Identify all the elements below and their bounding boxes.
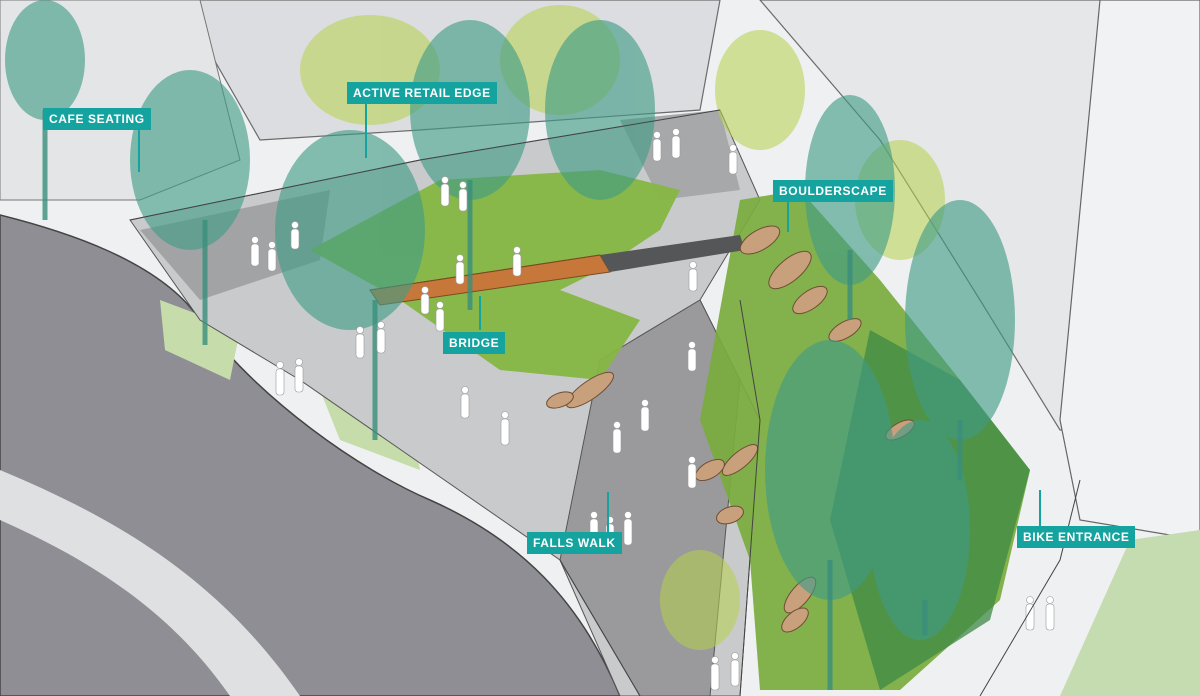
lawn-patch-right [1060, 530, 1200, 696]
cafe-seating-leader [138, 128, 140, 172]
bike-entrance-leader [1039, 490, 1041, 526]
sketch-lines [129, 109, 1081, 696]
bridge-leader [479, 296, 481, 330]
building-tower-right [1059, 0, 1200, 541]
people [250, 128, 1055, 691]
boulders [546, 225, 915, 633]
trees [5, 0, 1015, 690]
cafe-seating-label: CAFE SEATING [43, 108, 151, 130]
boulderscape-leader [787, 200, 789, 232]
dark-path [600, 235, 745, 272]
bike-entrance-label: BIKE ENTRANCE [1017, 526, 1136, 548]
active-retail-edge-leader [365, 102, 367, 158]
bridge-label: BRIDGE [443, 332, 506, 354]
boulderscape-label: BOULDERSCAPE [773, 180, 893, 202]
falls-walk-leader [607, 492, 609, 534]
active-retail-edge-label: ACTIVE RETAIL EDGE [347, 82, 497, 104]
kerb-lawn [160, 300, 240, 380]
road-verge [0, 470, 300, 696]
falls-walk-label: FALLS WALK [527, 532, 622, 554]
